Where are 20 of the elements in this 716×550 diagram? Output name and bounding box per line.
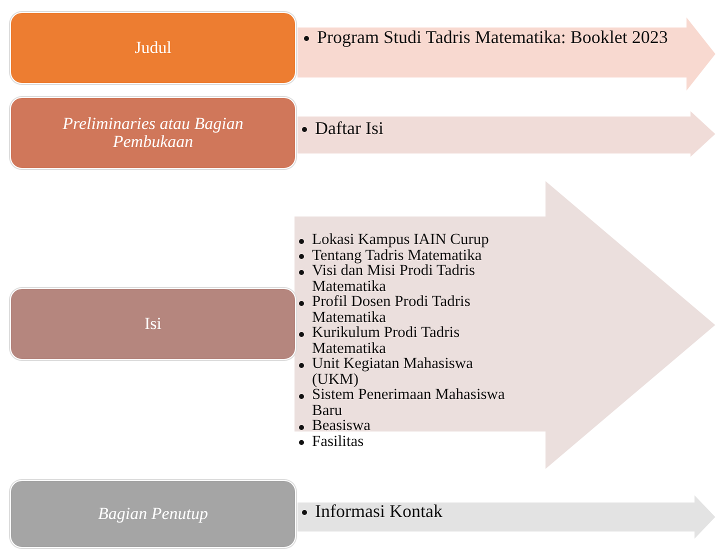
arrow-banner [297, 110, 716, 158]
list-text: Kurikulum Prodi Tadris Matematika [312, 324, 460, 356]
section-heading-box: Judul [10, 12, 296, 84]
list-text: Tentang Tadris Matematika [312, 246, 482, 264]
list-text: Program Studi Tadris Matematika: Booklet 2023 [317, 27, 668, 47]
section-heading-box: Isi [10, 288, 296, 360]
section-heading-box: Bagian Penutup [10, 480, 296, 548]
list-text: Lokasi Kampus IAIN Curup [312, 231, 489, 248]
list-text: Daftar Isi [315, 118, 384, 138]
list-text: Unit Kegiatan Mahasiswa (UKM) [312, 355, 473, 388]
section-heading-box: Preliminaries atau Bagian Pembukaan [10, 97, 296, 169]
list-text: Visi dan Misi Prodi Tadris Matematika [312, 262, 476, 294]
list-text: Informasi Kontak [315, 501, 442, 521]
list-text: Fasilitas [312, 432, 364, 450]
list-text: Sistem Penerimaan Mahasiswa Baru [312, 386, 505, 418]
arrow-banner [297, 494, 716, 540]
arrow-banner [294, 180, 716, 470]
list-text: Beasiswa [312, 417, 371, 434]
list-text: Profil Dosen Prodi Tadris Matematika [312, 293, 470, 326]
arrow-banner [297, 16, 716, 92]
